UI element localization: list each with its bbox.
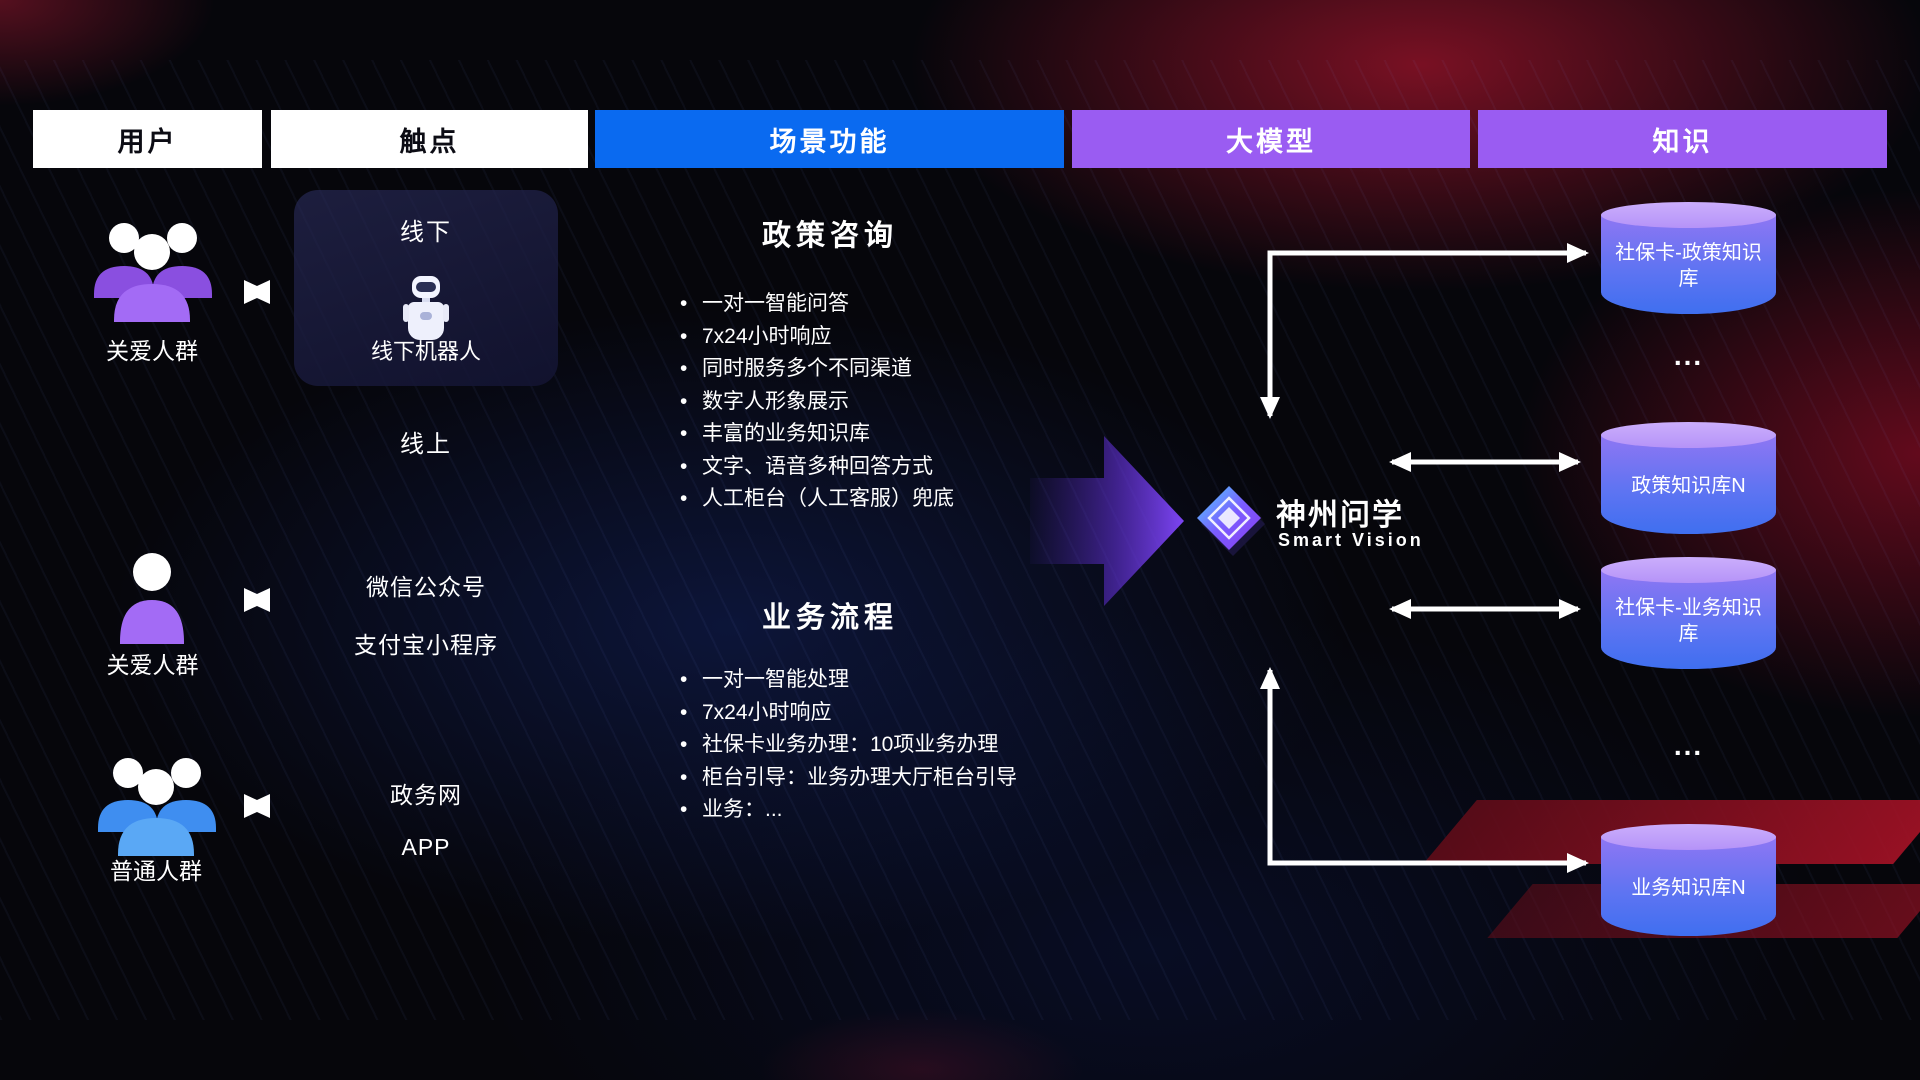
knowledge-cylinder-policy-shebao: 社保卡-政策知识库 (1601, 202, 1776, 314)
policy-item: 丰富的业务知识库 (676, 418, 954, 451)
knowledge-cylinder-business-shebao: 社保卡-业务知识库 (1601, 557, 1776, 669)
policy-section-title: 政策咨询 (761, 220, 898, 252)
user-group-icon-general (89, 748, 223, 865)
policy-item: 7x24小时响应 (676, 321, 954, 354)
cylinder-body (1601, 215, 1776, 314)
model-name: 神州问学 (1276, 499, 1404, 532)
model-logo-icon (1192, 482, 1266, 561)
online-title: 线上 (400, 431, 452, 458)
column-header-scenario-functions: 场景功能 (595, 110, 1064, 168)
policy-item: 文字、语音多种回答方式 (676, 451, 954, 484)
user-group-label-1: 关爱人群 (106, 338, 198, 364)
column-header-large-model: 大模型 (1072, 110, 1470, 168)
cylinder-body (1601, 837, 1776, 936)
business-item: 一对一智能处理 (676, 664, 1017, 697)
channel-gov-web: 政务网 (390, 782, 462, 808)
knowledge-cylinder-policy-n: 政策知识库N (1601, 422, 1776, 534)
channel-alipay: 支付宝小程序 (354, 632, 498, 658)
business-item: 业务：... (676, 794, 1017, 827)
channel-app: APP (401, 834, 451, 860)
business-item: 社保卡业务办理：10项业务办理 (676, 729, 1017, 762)
model-knowledge-elbow-top (1260, 243, 1589, 419)
knowledge-cylinder-business-n: 业务知识库N (1601, 824, 1776, 936)
policy-item: 一对一智能问答 (676, 288, 954, 321)
business-item-list: 一对一智能处理 7x24小时响应 社保卡业务办理：10项业务办理 柜台引导：业务… (676, 664, 1017, 827)
knowledge-cylinder-label: 业务知识库N (1631, 877, 1746, 899)
policy-item: 同时服务多个不同渠道 (676, 353, 954, 386)
user-group-icon-care-1 (86, 212, 218, 331)
robot-icon (398, 274, 454, 351)
knowledge-ellipsis-top: ... (1673, 340, 1704, 371)
policy-item: 数字人形象展示 (676, 386, 954, 419)
knowledge-ellipsis-bottom: ... (1673, 730, 1704, 761)
scenario-to-model-arrow (1030, 436, 1184, 606)
knowledge-cylinder-label: 社保卡-政策知识库 (1615, 242, 1762, 290)
column-header-knowledge: 知识 (1478, 110, 1887, 168)
user-group-label-3: 普通人群 (110, 858, 202, 884)
knowledge-cylinder-label: 政策知识库N (1631, 475, 1746, 497)
policy-item: 人工柜台（人工客服）兜底 (676, 483, 954, 516)
knowledge-cylinder-label: 社保卡-业务知识库 (1615, 597, 1762, 645)
offline-robot-label: 线下机器人 (370, 339, 481, 364)
column-header-touchpoints: 触点 (271, 110, 588, 168)
channel-wechat: 微信公众号 (366, 574, 486, 600)
user-group-label-2: 关爱人群 (106, 652, 199, 678)
user-single-icon-care (116, 548, 188, 653)
cylinder-body (1601, 435, 1776, 534)
policy-item-list: 一对一智能问答 7x24小时响应 同时服务多个不同渠道 数字人形象展示 丰富的业… (676, 288, 954, 516)
business-section-title: 业务流程 (761, 602, 898, 634)
model-subtitle: Smart Vision (1278, 530, 1424, 550)
offline-title: 线下 (400, 219, 452, 246)
business-item: 柜台引导：业务办理大厅柜台引导 (676, 762, 1017, 795)
cylinder-body (1601, 570, 1776, 669)
column-header-users: 用户 (33, 110, 262, 168)
business-item: 7x24小时响应 (676, 697, 1017, 730)
